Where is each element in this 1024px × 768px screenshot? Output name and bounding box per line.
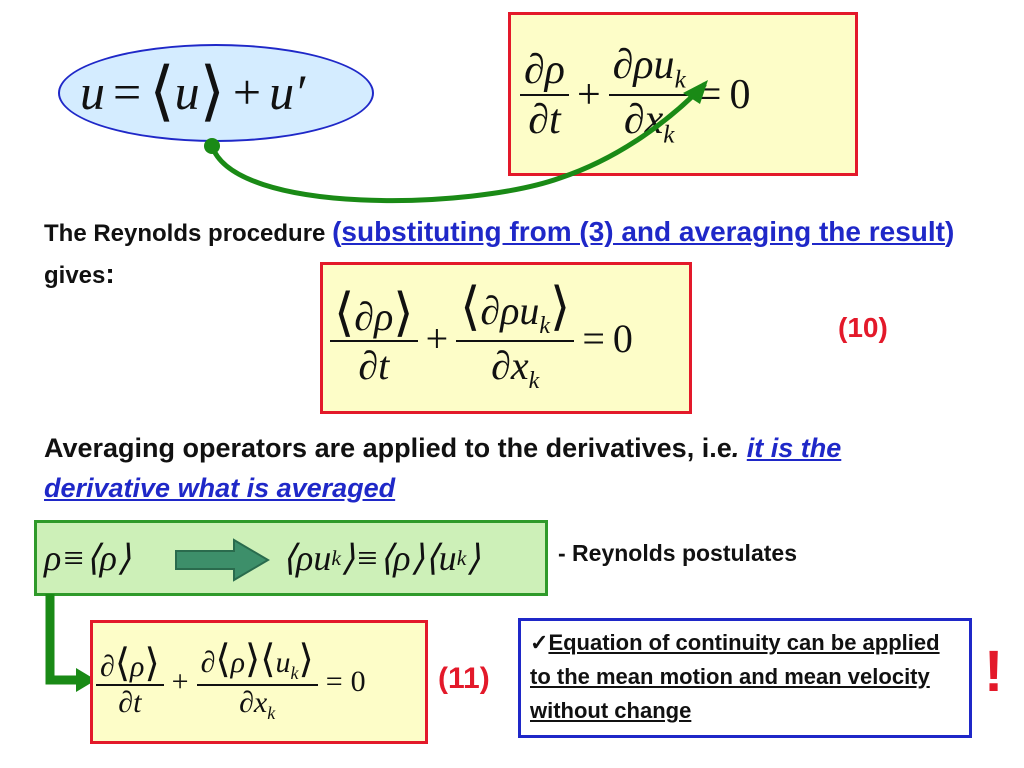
plus-sign: + bbox=[232, 64, 262, 120]
equation-11: ∂⟨ρ⟩ ∂t + ∂⟨ρ⟩⟨uk⟩ ∂xk = 0 bbox=[96, 626, 366, 738]
t-symbol: t bbox=[133, 686, 142, 719]
x-symbol: x bbox=[510, 342, 529, 388]
u-symbol: u bbox=[275, 646, 291, 679]
colon: : bbox=[105, 258, 115, 289]
partial-symbol: ∂ bbox=[491, 342, 511, 388]
k-subscript: k bbox=[456, 545, 467, 570]
right-angle: ⟩ bbox=[393, 284, 414, 342]
equation-10-label: (10) bbox=[838, 312, 888, 343]
right-angle: ⟩ bbox=[466, 538, 481, 578]
plus-sign: + bbox=[171, 665, 189, 698]
rho-symbol: ρ bbox=[130, 650, 145, 683]
k-subscript: k bbox=[331, 545, 341, 570]
left-angle: ⟨ bbox=[260, 638, 276, 681]
t-symbol: t bbox=[378, 342, 390, 388]
reynolds-postulates-label: - Reynolds postulates bbox=[558, 540, 797, 566]
k-subscript: k bbox=[528, 367, 540, 394]
equals-product-of-means: ⟩≡⟨ρ⟩⟨u bbox=[340, 538, 457, 578]
mean-u: u bbox=[174, 64, 200, 120]
partial-symbol: ∂ bbox=[239, 686, 254, 719]
postulate-to-equation-arrow bbox=[45, 594, 96, 692]
right-angle: ⟩ bbox=[298, 638, 314, 681]
partial-symbol: ∂ bbox=[358, 342, 379, 388]
partial-symbol: ∂ bbox=[200, 646, 216, 679]
right-angle: ⟩ bbox=[144, 642, 160, 685]
continuity-note: ✓Equation of continuity can be applied t… bbox=[530, 626, 966, 728]
decomposition-equation: u = ⟨ u ⟩ + u′ bbox=[80, 55, 306, 128]
rho-symbol: ρ bbox=[230, 646, 246, 679]
averaging-operators-text: Averaging operators are applied to the d… bbox=[44, 428, 974, 508]
rho-symbol: ρ bbox=[374, 293, 394, 339]
k-subscript: k bbox=[663, 121, 675, 149]
equals-sign: = bbox=[325, 665, 343, 698]
partial-symbol: ∂ bbox=[100, 650, 115, 683]
rho-equals-mean-rho: ρ≡⟨ρ⟩ bbox=[44, 538, 131, 578]
partial-symbol: ∂ bbox=[528, 97, 550, 143]
rho-u-symbol: ρu bbox=[633, 41, 675, 88]
right-angle: ⟩ bbox=[199, 55, 225, 128]
rho-u-symbol: ρu bbox=[500, 287, 540, 333]
equals-sign: = bbox=[113, 64, 142, 120]
procedure-prefix: The Reynolds procedure bbox=[44, 220, 333, 247]
equals-sign: = bbox=[582, 315, 605, 361]
substitution-link[interactable]: substituting from (3) and averaging the … bbox=[341, 216, 946, 247]
t-symbol: t bbox=[549, 97, 561, 143]
k-subscript: k bbox=[290, 663, 299, 683]
partial-symbol: ∂ bbox=[118, 686, 134, 719]
exclamation-mark: ! bbox=[984, 639, 1004, 704]
right-angle: ⟩ bbox=[245, 638, 261, 681]
mean-drho-dt-fraction: ⟨∂ρ⟩ ∂t bbox=[330, 284, 418, 389]
dmeanrho-dt-fraction: ∂⟨ρ⟩ ∂t bbox=[96, 644, 164, 720]
partial-symbol: ∂ bbox=[524, 47, 545, 93]
x-symbol: x bbox=[253, 686, 268, 719]
implies-arrow bbox=[175, 538, 270, 582]
check-icon: ✓ bbox=[530, 630, 549, 655]
plus-sign: + bbox=[576, 72, 601, 118]
left-angle: ⟨ bbox=[334, 284, 355, 342]
zero: 0 bbox=[729, 72, 751, 118]
equation-10: ⟨∂ρ⟩ ∂t + ⟨∂ρuk⟩ ∂xk = 0 bbox=[330, 272, 633, 404]
fluctuation-u: u′ bbox=[269, 64, 306, 120]
continuity-equation: ∂ρ ∂t + ∂ρuk ∂xk = 0 bbox=[520, 26, 750, 164]
u-symbol: u bbox=[80, 64, 105, 120]
rho-symbol: ρ bbox=[544, 47, 565, 93]
derivative-averaged-link[interactable]: it is the derivative what is averaged bbox=[44, 433, 842, 503]
equation-11-label: (11) bbox=[438, 662, 490, 695]
mean-drhou-dx-fraction: ⟨∂ρuk⟩ ∂xk bbox=[456, 278, 575, 395]
partial-symbol: ∂ bbox=[480, 287, 501, 333]
left-angle: ⟨ bbox=[460, 278, 481, 336]
procedure-suffix: gives bbox=[44, 262, 106, 289]
partial-symbol: ∂ bbox=[623, 97, 645, 143]
decomposition-ellipse bbox=[58, 44, 374, 142]
right-angle: ⟩ bbox=[550, 278, 571, 336]
mean-rho-u: ⟨ρu bbox=[282, 538, 332, 578]
drho-dt-fraction: ∂ρ ∂t bbox=[520, 46, 569, 144]
k-subscript: k bbox=[539, 312, 551, 339]
zero: 0 bbox=[612, 315, 633, 361]
k-subscript: k bbox=[674, 66, 686, 93]
partial-symbol: ∂ bbox=[612, 41, 634, 88]
left-angle: ⟨ bbox=[114, 642, 131, 685]
period: . bbox=[731, 433, 740, 463]
k-subscript: k bbox=[267, 703, 276, 723]
plus-sign: + bbox=[425, 315, 449, 361]
averaging-main-text: Averaging operators are applied to the d… bbox=[44, 433, 732, 463]
zero: 0 bbox=[350, 665, 366, 698]
open-paren: ( bbox=[332, 216, 342, 247]
continuity-note-box bbox=[518, 618, 972, 738]
postulates-box bbox=[34, 520, 548, 596]
equation-11-box bbox=[90, 620, 428, 744]
continuity-note-text: Equation of continuity can be applied to… bbox=[530, 630, 940, 723]
reynolds-procedure-text: The Reynolds procedure (substituting fro… bbox=[44, 212, 984, 296]
postulate-lhs: ρ≡⟨ρ⟩ bbox=[44, 530, 131, 586]
close-paren: ) bbox=[945, 216, 955, 247]
equation-10-box bbox=[320, 262, 692, 414]
left-angle: ⟨ bbox=[215, 638, 231, 681]
left-angle: ⟨ bbox=[149, 55, 175, 128]
dmeanrho-meanu-dx-fraction: ∂⟨ρ⟩⟨uk⟩ ∂xk bbox=[196, 638, 318, 724]
partial-symbol: ∂ bbox=[354, 293, 375, 339]
